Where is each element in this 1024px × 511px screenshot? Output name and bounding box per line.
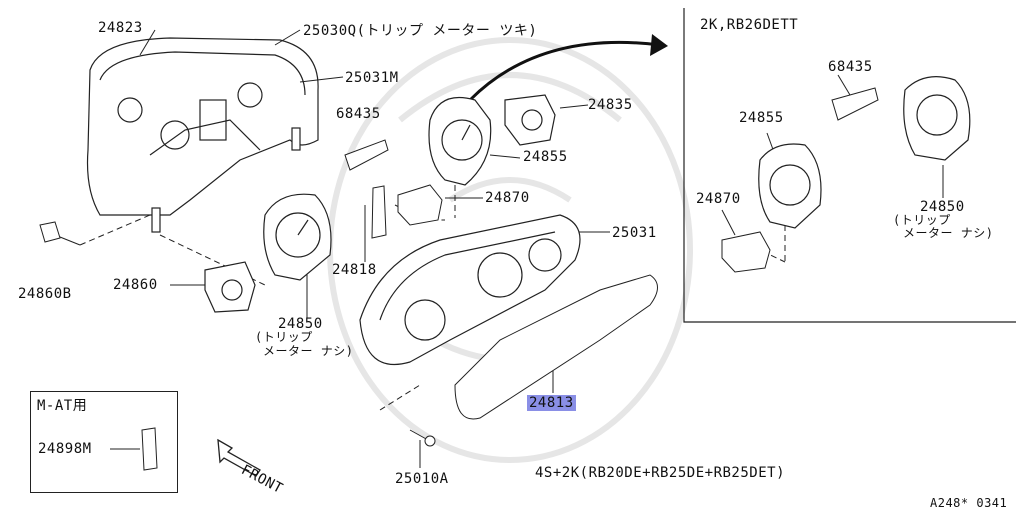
lens-24813: [454, 274, 658, 420]
inset-gauge-24870: [721, 231, 771, 273]
cluster-lid-25031: [359, 214, 581, 366]
label-24860: 24860: [113, 277, 158, 293]
label-24898M: 24898M: [38, 441, 92, 457]
label-24850: 24850: [278, 316, 323, 332]
screw-25010A: [409, 429, 436, 447]
front-arrow-icon: [217, 438, 261, 477]
label-24835: 24835: [588, 97, 633, 113]
mat-box-title: M-AT用: [37, 398, 88, 414]
model-applicability-note: 4S+2K(RB20DE+RB25DE+RB25DET): [535, 465, 786, 481]
mat-part-24898M: [141, 427, 158, 471]
diagram-code: A248* 0341: [930, 496, 1008, 510]
label-24823: 24823: [98, 20, 143, 36]
inset-label-24870: 24870: [696, 191, 741, 207]
inset-bracket-68435: [831, 87, 879, 121]
label-24850-note-1: (トリップ: [255, 330, 313, 344]
label-24860B: 24860B: [18, 286, 72, 302]
inset-label-24855: 24855: [739, 110, 784, 126]
label-25031: 25031: [612, 225, 657, 241]
inset-gauge-24850: [903, 76, 971, 161]
label-24813-highlighted[interactable]: 24813: [527, 395, 576, 411]
gauge-24860: [204, 261, 256, 313]
mat-box: [30, 391, 178, 493]
inset-gauge-24855: [758, 143, 822, 229]
inset-frame: [683, 8, 1016, 323]
cluster-housing-25030Q: [86, 37, 319, 233]
label-25030Q: 25030Q(トリップ メーター ツキ): [303, 23, 538, 39]
label-24818: 24818: [332, 262, 377, 278]
clip-24860B: [39, 221, 61, 243]
label-24855: 24855: [523, 149, 568, 165]
label-25031M: 25031M: [345, 70, 399, 86]
gauge-24835: [504, 94, 556, 146]
label-24850-note-2: メーター ナシ): [263, 344, 354, 358]
label-24870: 24870: [485, 190, 530, 206]
inset-title: 2K,RB26DETT: [700, 17, 799, 33]
gauge-24855: [428, 96, 492, 186]
inset-label-24850: 24850: [920, 199, 965, 215]
arrow-to-inset: [468, 34, 668, 102]
inset-label-24850-note-1: (トリップ: [893, 213, 951, 227]
label-68435: 68435: [336, 106, 381, 122]
inset-label-24850-note-2: メーター ナシ): [903, 226, 994, 240]
label-25010A: 25010A: [395, 471, 449, 487]
strip-24818: [371, 185, 387, 239]
gauge-24870: [397, 184, 443, 226]
inset-label-68435: 68435: [828, 59, 873, 75]
bracket-68435: [344, 139, 389, 171]
gauge-24850: [263, 193, 332, 281]
